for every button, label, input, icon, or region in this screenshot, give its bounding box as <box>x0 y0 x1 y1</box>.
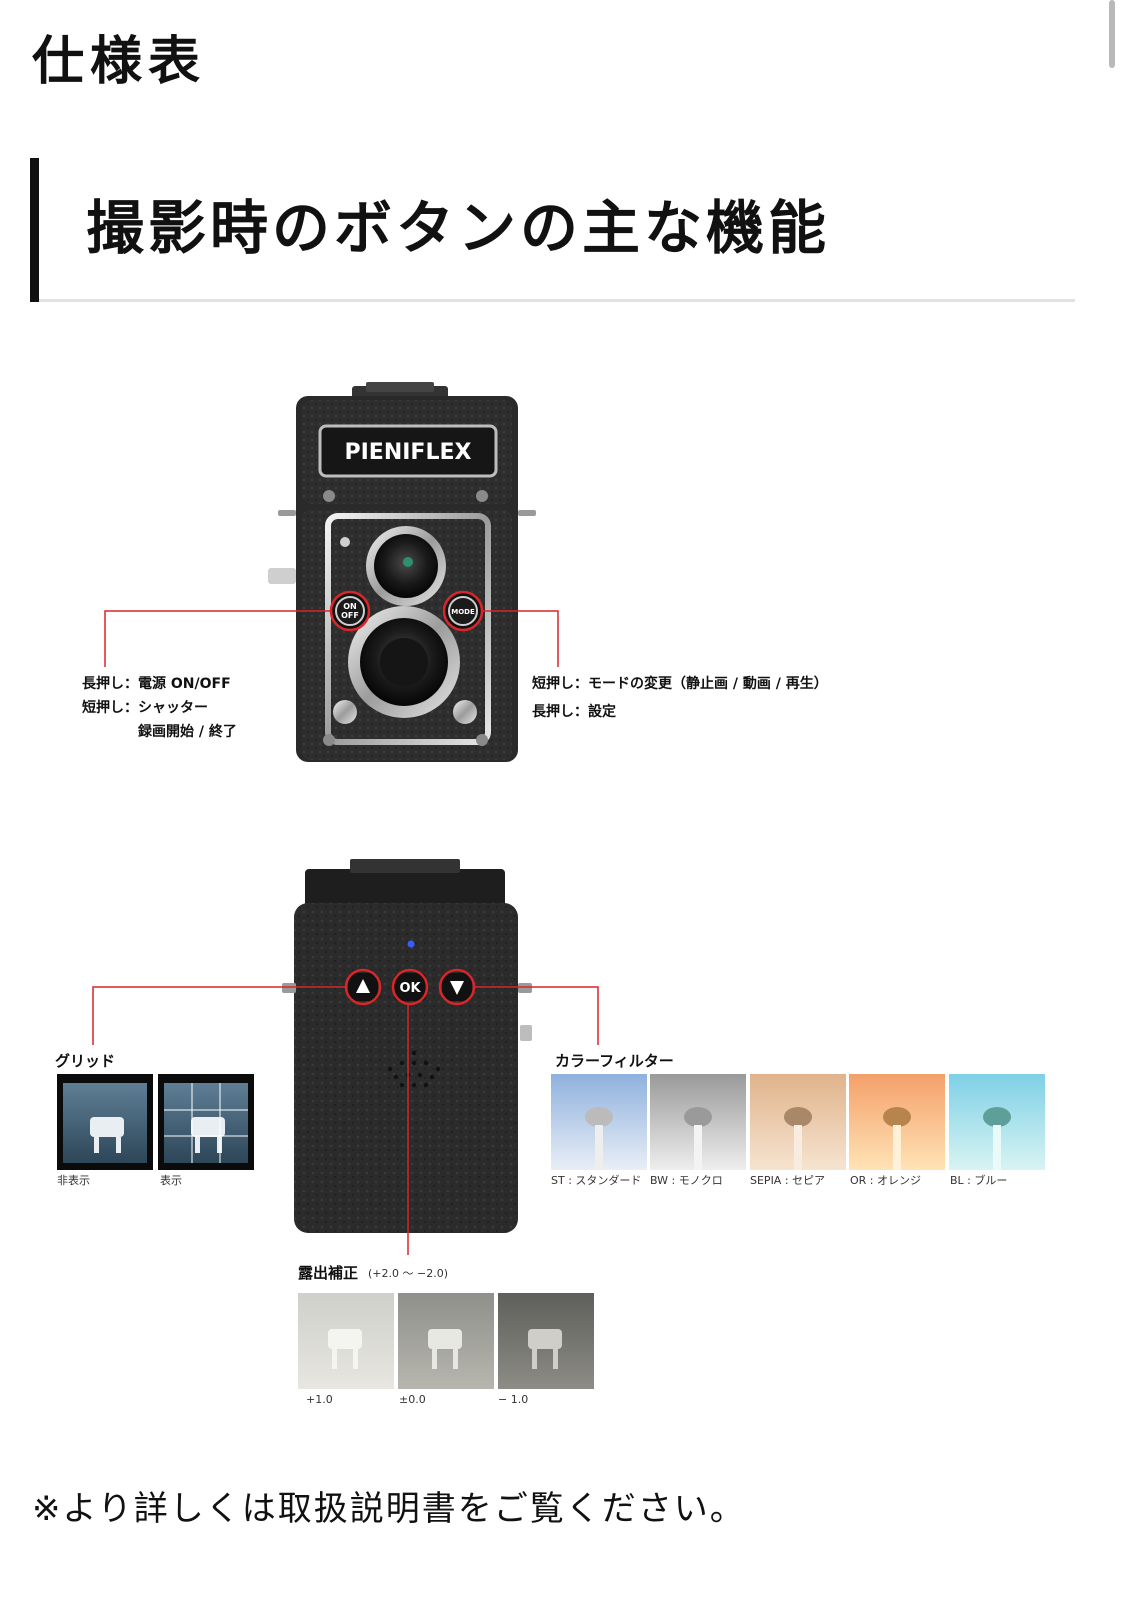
status-led <box>407 940 415 948</box>
exposure-caption-zero: ±0.0 <box>399 1393 426 1406</box>
triangle-down-icon <box>450 981 464 995</box>
ok-button[interactable]: OK <box>391 968 429 1006</box>
exposure-caption-plus: +1.0 <box>306 1393 333 1406</box>
section-title: 撮影時のボタンの主な機能 <box>86 194 831 262</box>
ok-button-label: OK <box>399 981 421 996</box>
scrollbar[interactable] <box>1109 0 1115 68</box>
exposure-caption-minus: − 1.0 <box>498 1393 528 1406</box>
mode-long-press-label: 長押し：設定 <box>532 703 616 720</box>
mode-short-press-label: 短押し：モードの変更（静止画 / 動画 / 再生） <box>532 675 828 692</box>
grid-callout-line <box>92 986 346 1045</box>
power-long-press-label: 長押し：電源 ON/OFF <box>82 675 231 692</box>
exposure-preview-zero <box>398 1293 494 1389</box>
camera-front-body <box>268 382 536 762</box>
power-callout-line <box>104 610 331 667</box>
section-divider <box>39 299 1075 302</box>
filter-caption-orange: OR : オレンジ <box>850 1174 921 1187</box>
brand-name: PIENIFLEX <box>345 440 472 465</box>
filter-caption-blue: BL : ブルー <box>950 1173 1007 1187</box>
exposure-preview-minus <box>498 1293 594 1389</box>
filter-swatch-blue <box>949 1074 1045 1170</box>
filter-callout-line <box>474 986 599 1045</box>
camera-back-body <box>282 859 532 1233</box>
grid-preview-off <box>57 1074 153 1170</box>
exposure-range: (+2.0 〜 −2.0) <box>368 1267 448 1280</box>
power-record-label: 録画開始 / 終了 <box>138 723 237 740</box>
mode-callout-line <box>482 610 559 667</box>
up-button[interactable] <box>344 968 382 1006</box>
section-accent-bar <box>30 158 39 302</box>
exposure-heading: 露出補正 <box>298 1264 358 1282</box>
filter-swatch-st <box>551 1074 647 1170</box>
power-button-label-off: OFF <box>341 611 359 620</box>
mode-button-label: MODE <box>451 608 475 616</box>
power-short-press-label: 短押し：シャッター <box>82 699 208 716</box>
filter-swatch-sepia <box>750 1074 846 1170</box>
grid-caption-off: 非表示 <box>57 1173 90 1187</box>
grid-heading: グリッド <box>55 1052 115 1070</box>
filter-caption-sepia: SEPIA : セピア <box>750 1174 825 1187</box>
filter-swatch-orange <box>849 1074 945 1170</box>
filter-swatch-bw <box>650 1074 746 1170</box>
exposure-previews <box>298 1293 594 1389</box>
filter-caption-bw: BW : モノクロ <box>650 1174 723 1187</box>
color-filter-heading: カラーフィルター <box>555 1052 674 1070</box>
manual-note: ※より詳しくは取扱説明書をご覧ください。 <box>32 1489 746 1529</box>
back-camera-figure: OK グリッド 非表示 表示 カラーフィルター ST : スタンダード BW : <box>55 859 1045 1406</box>
down-button[interactable] <box>438 968 476 1006</box>
power-button[interactable]: ON OFF <box>329 590 371 632</box>
exposure-preview-plus <box>298 1293 394 1389</box>
filter-swatches <box>551 1074 1045 1170</box>
filter-caption-st: ST : スタンダード <box>551 1173 641 1187</box>
front-camera-figure: PIENIFLEX ON OFF MODE 長押し：電源 ON/OFF 短押し：… <box>82 382 828 762</box>
triangle-up-icon <box>356 979 370 993</box>
grid-preview-on <box>158 1074 254 1170</box>
mode-button[interactable]: MODE <box>442 590 484 632</box>
grid-caption-on: 表示 <box>160 1173 182 1187</box>
power-button-label-on: ON <box>343 602 357 611</box>
spec-page-title: 仕様表 <box>32 32 207 92</box>
section-header: 撮影時のボタンの主な機能 <box>30 158 1075 302</box>
